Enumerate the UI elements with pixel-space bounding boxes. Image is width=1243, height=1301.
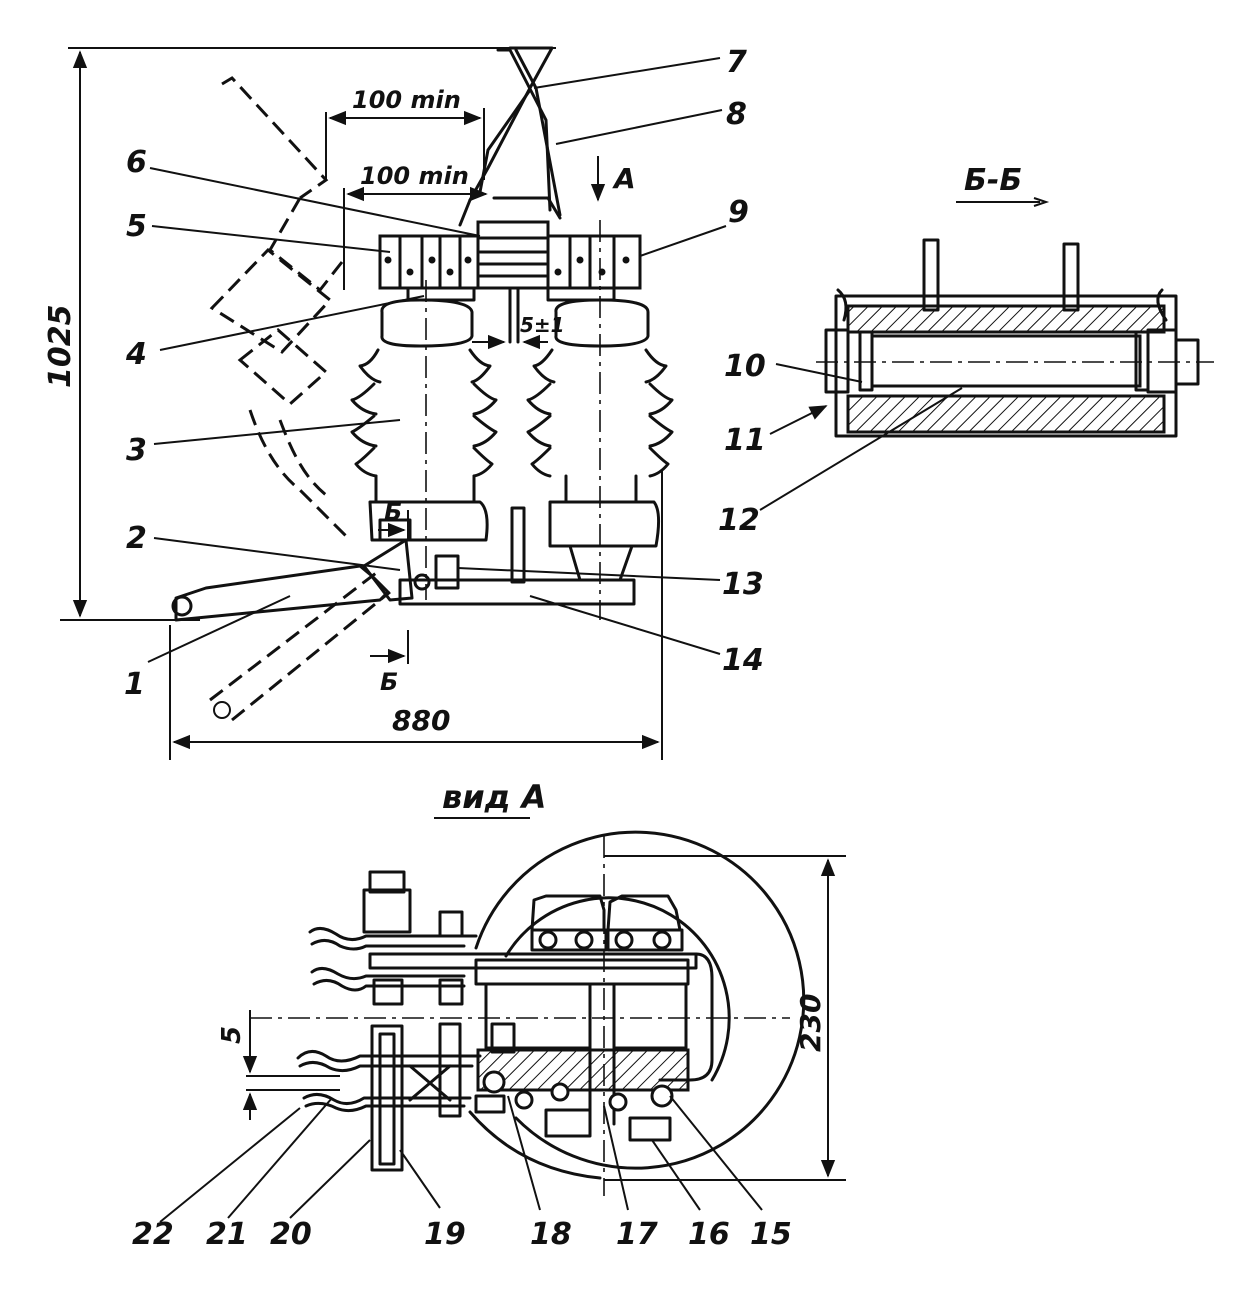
pos-label-18: 18 — [530, 1217, 572, 1252]
pos-label-20: 20 — [270, 1217, 312, 1252]
dimension-height: 1025 — [43, 47, 556, 621]
section-marker-bottom: Б — [380, 668, 398, 696]
leader-lines — [147, 57, 727, 663]
section-marker-top: Б — [384, 498, 402, 526]
section-bb-title: Б-Б — [964, 163, 1022, 198]
side-view: 1025 880 100 min 100 min — [43, 45, 764, 760]
pos-label-1: 1 — [124, 667, 145, 702]
pos-label-19: 19 — [424, 1217, 466, 1252]
view-a-arrow-label: А — [612, 162, 636, 195]
insulator-left — [350, 280, 498, 600]
blade-open-position — [209, 76, 391, 722]
pos-label-13: 13 — [722, 567, 764, 602]
pos-label-8: 8 — [726, 97, 747, 132]
pos-label-6: 6 — [126, 145, 147, 180]
dimension-width: 880 — [169, 470, 663, 760]
pos-label-10: 10 — [724, 349, 766, 384]
dim-view-a-gap: 5 — [217, 1026, 247, 1044]
pos-label-11: 11 — [724, 423, 766, 458]
position-labels-side: 1 2 3 4 5 6 7 8 9 13 14 — [124, 45, 764, 702]
base-frame — [171, 506, 636, 622]
pos-label-7: 7 — [726, 45, 747, 80]
dimension-clearance: 100 min 100 min — [325, 86, 488, 290]
dim-clearance-lower: 100 min — [360, 162, 469, 190]
pos-label-4: 4 — [125, 337, 147, 372]
pos-label-16: 16 — [688, 1217, 730, 1252]
pos-label-2: 2 — [126, 521, 147, 556]
view-a: вид А 230 5 — [132, 778, 846, 1252]
dim-view-a-height: 230 — [794, 994, 827, 1052]
pos-label-17: 17 — [616, 1217, 658, 1252]
pos-label-21: 21 — [206, 1217, 248, 1252]
dim-contact-gap-label: 5±1 — [520, 313, 565, 337]
view-a-title: вид А — [442, 778, 546, 816]
pos-label-3: 3 — [126, 433, 147, 468]
pos-label-22: 22 — [132, 1217, 174, 1252]
dim-width-label: 880 — [392, 704, 450, 737]
dim-height-label: 1025 — [43, 305, 78, 389]
contact-head — [378, 220, 642, 344]
view-a-arrow: А — [590, 156, 636, 202]
dim-clearance-upper: 100 min — [352, 86, 461, 114]
insulator-right — [526, 220, 674, 620]
pos-label-12: 12 — [718, 503, 760, 538]
section-markers: Б Б — [370, 498, 409, 696]
pos-label-9: 9 — [728, 195, 749, 230]
pos-label-15: 15 — [750, 1217, 792, 1252]
knife-contact — [458, 46, 562, 227]
pos-label-5: 5 — [126, 209, 147, 244]
pos-label-14: 14 — [722, 643, 764, 678]
section-bb: Б-Б 10 11 12 — [718, 163, 1214, 538]
